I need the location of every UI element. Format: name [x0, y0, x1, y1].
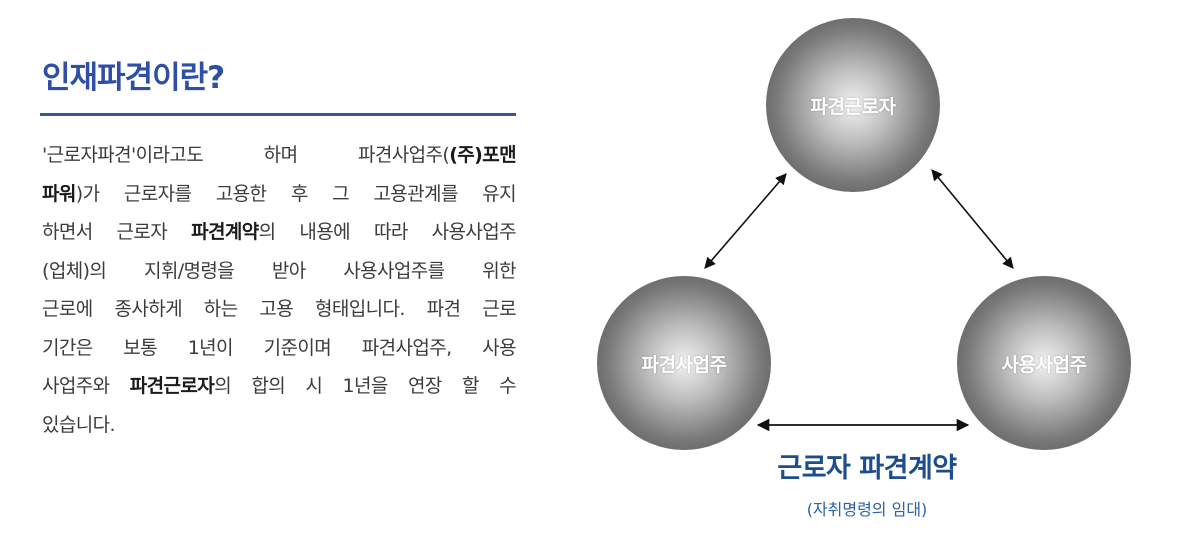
- paragraph-line: 파워)가 근로자를 고용한 후 그 고용관계를 유지: [42, 182, 517, 205]
- arrow-top-left: [704, 173, 787, 269]
- node-dispatched-worker: 파견근로자: [766, 18, 940, 192]
- node-label: 파견사업주: [641, 353, 727, 376]
- paragraph-line: 하면서 근로자 파견계약의 내용에 따라 사용사업주: [42, 221, 517, 243]
- node-dispatching-employer: 파견사업주: [597, 276, 771, 450]
- title-underline: [40, 113, 516, 116]
- node-user-employer: 사용사업주: [957, 276, 1131, 450]
- highlight-term: 파견계약: [191, 221, 259, 243]
- node-label: 사용사업주: [1001, 353, 1087, 376]
- contract-sublabel: (자취명령의 임대): [806, 500, 928, 519]
- section-title: 인재파견이란?: [42, 60, 225, 96]
- paragraph-line: '근로자파견'이라고도 하며 파견사업주((주)포맨: [42, 144, 517, 166]
- company-name: 파워: [42, 182, 76, 205]
- node-label: 파견근로자: [810, 95, 896, 118]
- contract-label: 근로자 파견계약: [777, 453, 957, 484]
- company-name: (주)포맨: [449, 144, 516, 166]
- highlight-term: 파견근로자: [129, 375, 215, 397]
- description-paragraph: '근로자파견'이라고도 하며 파견사업주((주)포맨 파워)가 근로자를 고용한…: [42, 136, 517, 444]
- paragraph-line: 있습니다.: [42, 413, 116, 436]
- paragraph-line: 기간은 보통 1년이 기준이며 파견사업주, 사용: [42, 336, 517, 359]
- arrow-top-right: [931, 169, 1014, 269]
- paragraph-line: (업체)의 지휘/명령을 받아 사용사업주를 위한: [42, 259, 517, 282]
- paragraph-line: 사업주와 파견근로자의 합의 시 1년을 연장 할 수: [42, 375, 517, 397]
- paragraph-line: 근로에 종사하게 하는 고용 형태입니다. 파견 근로: [42, 298, 517, 320]
